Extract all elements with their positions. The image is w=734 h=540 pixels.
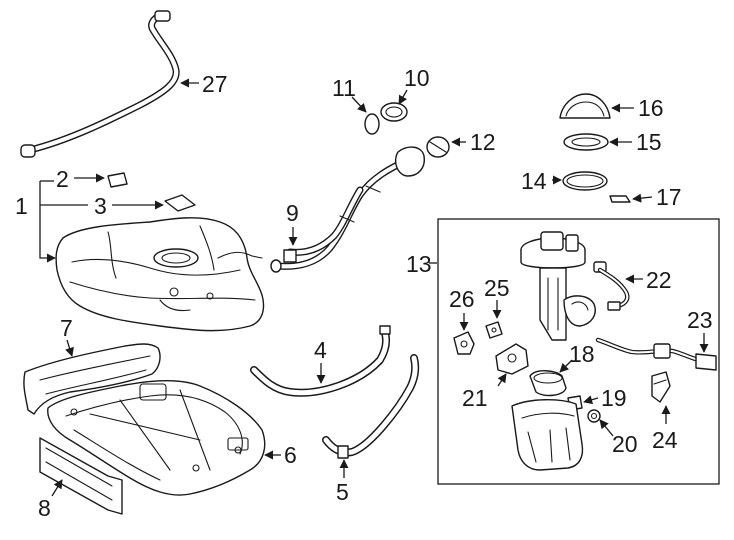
pump-cover-part-16: [559, 93, 611, 119]
callout-26: 26: [449, 286, 475, 312]
callout-16: 16: [638, 95, 664, 121]
pad-part-3: [164, 194, 196, 212]
callout-9: 9: [286, 200, 299, 226]
callout-24: 24: [652, 427, 678, 453]
callout-18: 18: [569, 341, 595, 367]
sender-harness-part-23: [595, 337, 717, 371]
callout-15: 15: [636, 129, 662, 155]
heat-shield-part-7: [23, 343, 161, 415]
valve-part-26: [453, 331, 475, 355]
connector-part-24: [651, 371, 671, 403]
callout-4: 4: [314, 337, 327, 363]
retainer-ring-part-15: [563, 133, 609, 151]
callout-6: 6: [284, 442, 297, 468]
pump-module-box-13: [437, 218, 720, 485]
callout-21: 21: [462, 385, 488, 411]
callout-2: 2: [56, 166, 69, 192]
callout-27: 27: [202, 71, 228, 97]
regulator-part-21: [495, 343, 529, 375]
callout-25: 25: [484, 275, 510, 301]
pump-module-part-13: [520, 231, 630, 341]
callout-5: 5: [336, 479, 349, 505]
fuel-cap-part-12: [426, 136, 450, 158]
vapor-hose-part-27: [20, 10, 180, 158]
filler-gasket-part-10: [380, 102, 408, 122]
bracket-part-17: [609, 195, 631, 203]
callout-labels: 27 2 1 3 7 8 6 9 11 10 12 4 5 16 15 14 1…: [15, 65, 713, 521]
wire-harness-part-22: [607, 301, 621, 311]
callout-22: 22: [646, 267, 672, 293]
callout-7: 7: [60, 315, 73, 341]
callout-19: 19: [601, 385, 627, 411]
seal-part-20: [587, 409, 601, 423]
fuel-tank-part-1: [55, 217, 265, 332]
sensor-part-25: [485, 321, 503, 339]
strap-part-4: [250, 325, 391, 397]
callout-10: 10: [404, 65, 430, 91]
skid-plate-part-6: [47, 380, 266, 496]
callout-14: 14: [521, 168, 547, 194]
callout-12: 12: [470, 129, 496, 155]
callout-8: 8: [38, 495, 51, 521]
label-part-2: [107, 172, 128, 188]
o-ring-part-11: [364, 113, 380, 135]
strap-part-5: [322, 354, 420, 459]
fuel-pump-part-18: [529, 370, 567, 397]
callout-17: 17: [656, 184, 682, 210]
gasket-part-14: [562, 171, 608, 191]
callout-11: 11: [332, 75, 356, 101]
heat-shield-part-8: [39, 437, 123, 515]
callout-1: 1: [15, 193, 28, 219]
filler-neck-part-9: [270, 146, 425, 273]
callout-20: 20: [612, 431, 638, 457]
callout-23: 23: [687, 307, 713, 333]
callout-3: 3: [94, 193, 107, 219]
leader-lines: [39, 78, 709, 497]
sub-tank-reservoir-part-13: [511, 399, 584, 471]
callout-13: 13: [406, 251, 432, 277]
